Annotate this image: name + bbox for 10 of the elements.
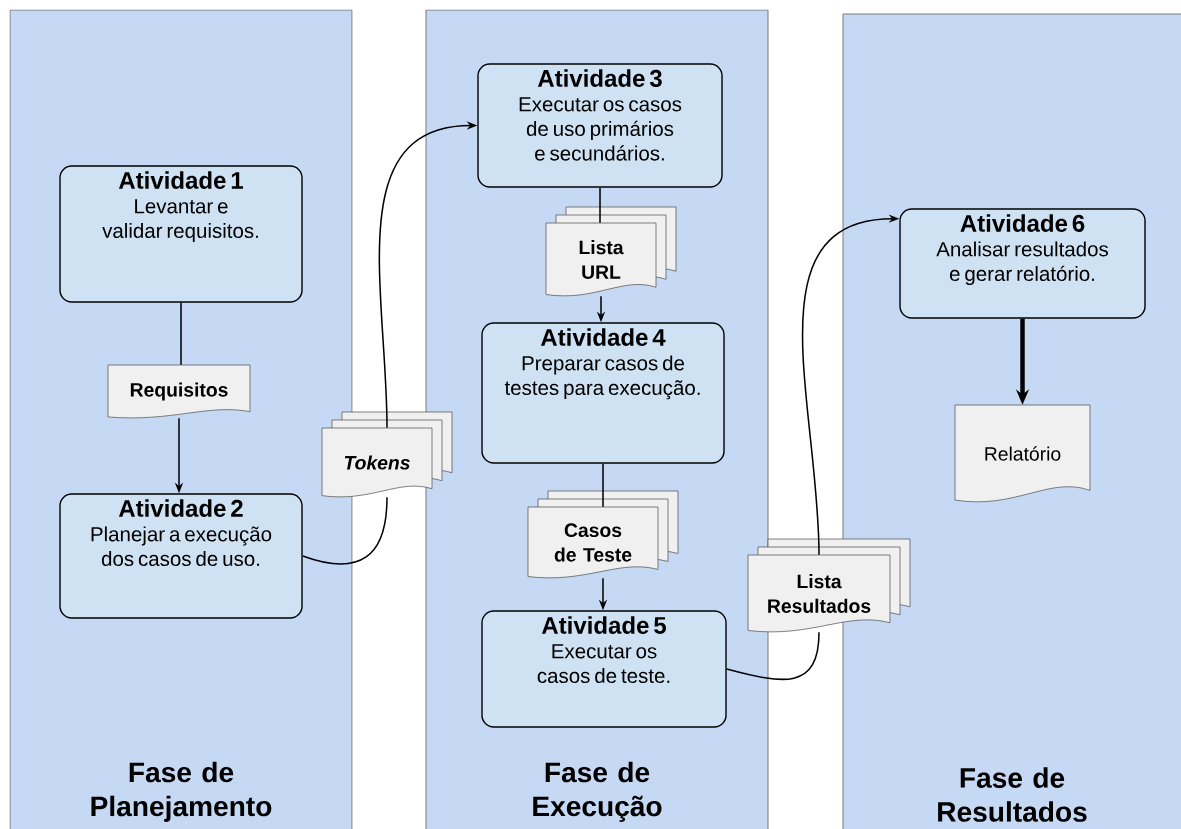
document-stack: Tokens [321, 411, 453, 498]
activity-box: Atividade 1 Levantar e validar requisitos. [59, 165, 303, 303]
document-stack: Casos de Teste [527, 490, 679, 579]
document-stack: Lista Resultados [747, 538, 911, 633]
activity-box: Atividade 5 Executar os casos de teste. [481, 610, 727, 728]
document-stack: Lista URL [545, 206, 677, 297]
activity-box: Atividade 3 Executar os casos de uso primários e secundários. [477, 63, 723, 188]
activity-box: Atividade 2 Planejar a execução dos casos de uso. [59, 493, 303, 619]
activity-box: Atividade 4 Preparar casos de testes para execução. [481, 322, 725, 464]
activity-box: Atividade 6 Analisar resultados e gerar relatório. [899, 208, 1146, 319]
